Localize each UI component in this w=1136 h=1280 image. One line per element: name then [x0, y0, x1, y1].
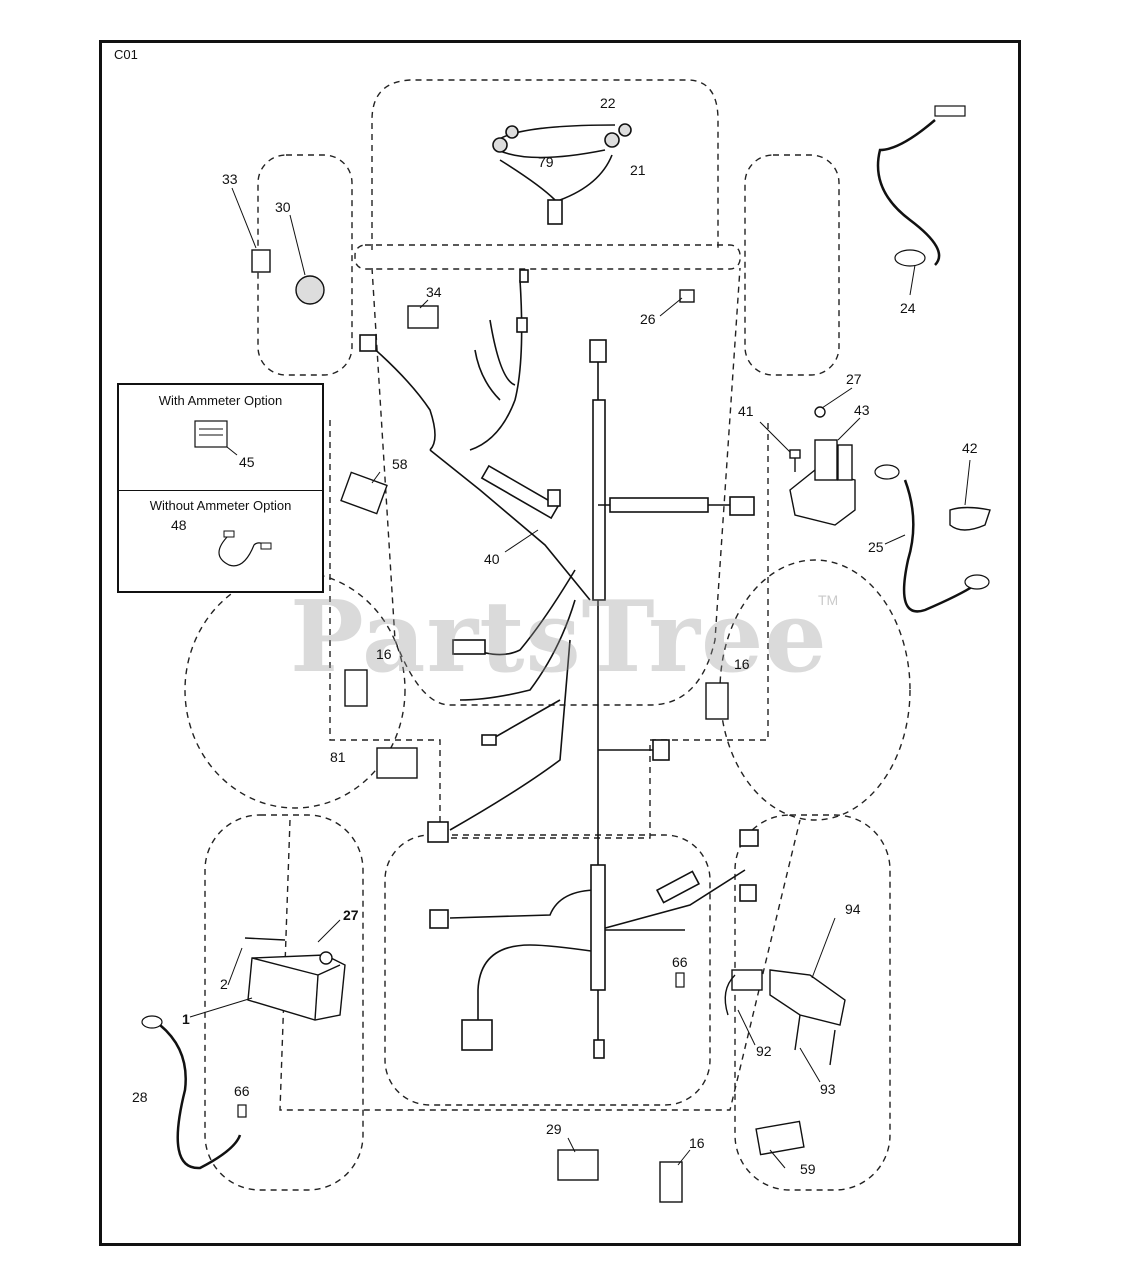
battery-cable-25 — [874, 464, 990, 613]
part-label-21: 21 — [630, 162, 646, 178]
jumper-48-icon — [218, 530, 272, 567]
part-label-26: 26 — [640, 311, 656, 327]
key-33 — [251, 249, 271, 273]
ammeter-45-icon — [194, 420, 238, 456]
solenoid-43 — [789, 406, 856, 526]
switch-92 — [731, 969, 763, 991]
part-label-43: 43 — [854, 402, 870, 418]
front-crossbar — [354, 244, 741, 270]
screw-93 — [794, 1014, 801, 1051]
front-left-fender — [257, 154, 353, 376]
part-label-30: 30 — [275, 199, 291, 215]
part-label-27-top: 27 — [846, 371, 862, 387]
part-label-79: 79 — [538, 154, 554, 170]
part-label-66-center: 66 — [672, 954, 688, 970]
part-label-94: 94 — [845, 901, 861, 917]
headlight-harness — [492, 123, 632, 225]
with-ammeter-section: With Ammeter Option 45 — [119, 385, 322, 491]
front-right-fender — [744, 154, 840, 376]
screw-66-left — [237, 1104, 247, 1118]
part-label-28: 28 — [132, 1089, 148, 1105]
harness-92 — [724, 974, 736, 1016]
with-ammeter-title: With Ammeter Option — [158, 393, 283, 408]
diagram-frame — [99, 40, 1021, 1246]
relay-81 — [376, 747, 418, 779]
battery-1 — [247, 951, 346, 1021]
screw-66-center — [675, 972, 685, 988]
without-ammeter-section: Without Ammeter Option 48 — [119, 490, 322, 591]
trademark-symbol: TM — [818, 592, 839, 608]
center-frame — [329, 420, 769, 839]
part-label-25: 25 — [868, 539, 884, 555]
part-label-48: 48 — [171, 517, 187, 533]
rear-right-fender — [734, 814, 891, 1191]
ignition-switch-30 — [295, 275, 325, 305]
bolt-2 — [244, 937, 286, 941]
part-label-16-left: 16 — [376, 646, 392, 662]
screw-93b — [829, 1029, 836, 1066]
part-label-42: 42 — [962, 440, 978, 456]
parts-tree-watermark: PartsTree — [290, 580, 828, 695]
part-label-22: 22 — [600, 95, 616, 111]
bolt-41 — [789, 449, 801, 472]
part-label-59: 59 — [800, 1161, 816, 1177]
part-label-93: 93 — [820, 1081, 836, 1097]
part-label-33: 33 — [222, 171, 238, 187]
hood-outline — [371, 79, 719, 250]
switch-29 — [557, 1149, 599, 1181]
battery-cable-24 — [876, 105, 966, 267]
part-label-29: 29 — [546, 1121, 562, 1137]
main-harness-40 — [359, 269, 759, 1059]
connector-16-right — [705, 682, 729, 720]
part-label-40: 40 — [484, 551, 500, 567]
lower-deck — [384, 834, 711, 1106]
switch-94 — [769, 969, 846, 1026]
part-label-1: 1 — [182, 1011, 190, 1027]
part-label-66-left: 66 — [234, 1083, 250, 1099]
rear-left-wheel — [184, 571, 406, 809]
part-label-16-bottom: 16 — [689, 1135, 705, 1151]
part-label-24: 24 — [900, 300, 916, 316]
part-label-16-right: 16 — [734, 656, 750, 672]
part-label-45: 45 — [239, 454, 255, 470]
ammeter-option-box: With Ammeter Option 45 Without Ammeter O… — [117, 383, 324, 593]
part-label-92: 92 — [756, 1043, 772, 1059]
body-outline — [371, 267, 741, 706]
part-label-34: 34 — [426, 284, 442, 300]
rear-frame — [279, 819, 801, 1111]
boot-42 — [949, 506, 991, 531]
part-label-27-battery: 27 — [343, 907, 359, 923]
switch-34 — [407, 305, 439, 329]
diagram-code: C01 — [114, 47, 138, 62]
fuse-26 — [679, 289, 695, 303]
connector-16-left — [344, 669, 368, 707]
part-label-2: 2 — [220, 976, 228, 992]
battery-cable-28 — [141, 1015, 242, 1170]
module-58 — [340, 471, 388, 515]
part-label-81: 81 — [330, 749, 346, 765]
part-label-41: 41 — [738, 403, 754, 419]
module-59 — [755, 1120, 805, 1156]
without-ammeter-title: Without Ammeter Option — [149, 498, 292, 513]
rear-left-fender — [204, 814, 364, 1191]
part-label-58: 58 — [392, 456, 408, 472]
connector-16-bottom — [659, 1161, 683, 1203]
